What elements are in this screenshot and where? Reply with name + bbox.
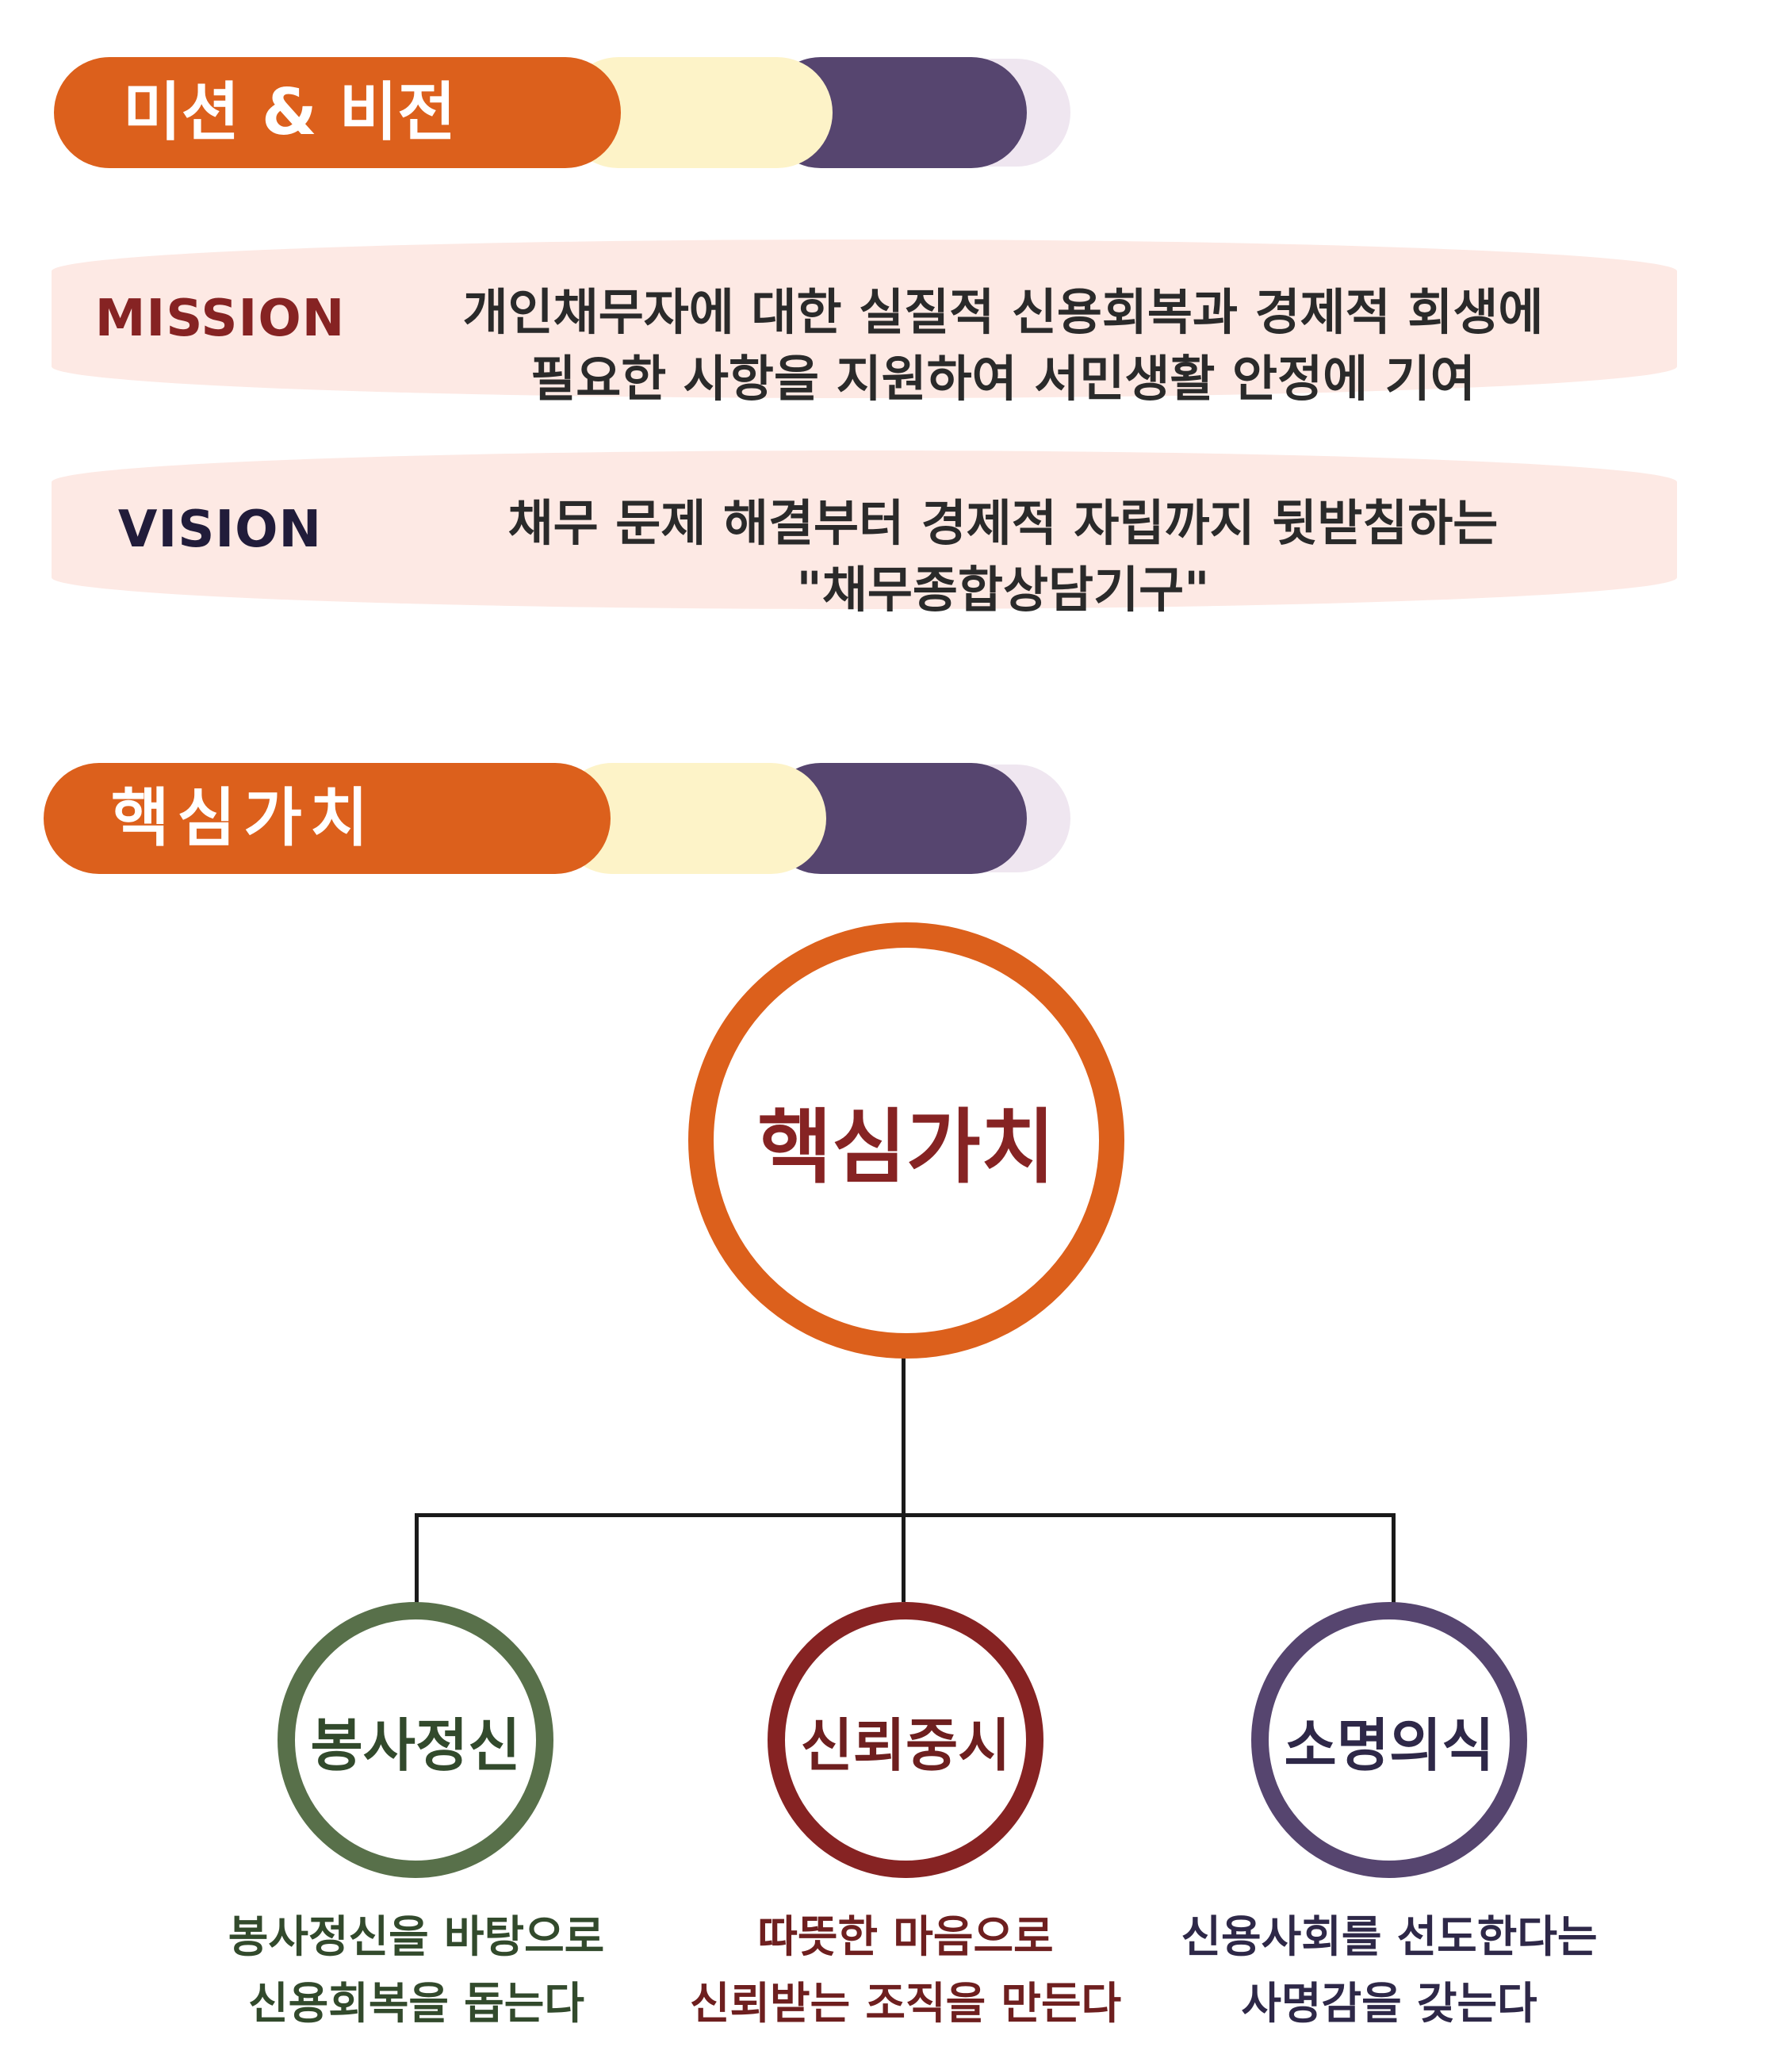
vision-box: VISION 채무 문제 해결부터 경제적 자립까지 뒷받침하는 "채무종합상담…	[52, 450, 1677, 619]
connector-vertical-main	[902, 1348, 906, 1602]
vision-text-line-1: 채무 문제 해결부터 경제적 자립까지 뒷받침하는	[507, 494, 1499, 552]
value-desc-trust-line-1: 따뜻한 마음으로	[757, 1911, 1054, 1962]
mission-box: MISSION 개인채무자에 대한 실질적 신용회복과 경제적 회생에 필요한 …	[52, 240, 1677, 408]
value-desc-mission-line-1: 신용사회를 선도한다는	[1181, 1911, 1598, 1962]
banner-pill-orange	[44, 763, 611, 874]
value-desc-trust: 따뜻한 마음으로 신뢰받는 조직을 만든다	[668, 1903, 1143, 2037]
core-value-center-circle: 핵심가치	[688, 922, 1124, 1359]
vision-label: VISION	[117, 500, 323, 559]
value-desc-mission: 신용사회를 선도한다는 사명감을 갖는다	[1151, 1903, 1627, 2037]
value-circle-service: 봉사정신	[278, 1602, 553, 1878]
core-values-title: 핵심가치	[111, 781, 377, 855]
value-title-mission: 소명의식	[1284, 1711, 1495, 1779]
banner-pill-orange	[54, 57, 621, 168]
value-desc-service-line-2: 신용회복을 돕는다	[248, 1978, 584, 2029]
vision-text-line-2: "채무종합상담기구"	[796, 561, 1210, 619]
core-value-center-label: 핵심가치	[757, 1100, 1055, 1195]
core-values-banner: 핵심가치	[0, 763, 1078, 874]
mission-text-line-1: 개인채무자에 대한 실질적 신용회복과 경제적 회생에	[462, 283, 1544, 341]
mission-text-line-2: 필요한 사항을 지원하여 서민생활 안정에 기여	[530, 350, 1476, 408]
value-desc-mission-line-2: 사명감을 갖는다	[1241, 1978, 1537, 2029]
value-circle-mission: 소명의식	[1251, 1602, 1527, 1878]
value-desc-service: 봉사정신을 바탕으로 신용회복을 돕는다	[178, 1903, 654, 2037]
value-circle-trust: 신뢰중시	[768, 1602, 1043, 1878]
connector-horizontal	[415, 1513, 1396, 1517]
value-title-service: 봉사정신	[310, 1711, 521, 1779]
mission-text: 개인채무자에 대한 실질적 신용회복과 경제적 회생에 필요한 사항을 지원하여…	[448, 279, 1558, 412]
vision-text: 채무 문제 해결부터 경제적 자립까지 뒷받침하는 "채무종합상담기구"	[448, 490, 1558, 623]
mission-label: MISSION	[94, 289, 346, 348]
value-desc-trust-line-2: 신뢰받는 조직을 만든다	[689, 1978, 1122, 2029]
connector-drop-right	[1392, 1513, 1396, 1612]
mission-vision-title: 미션 & 비전	[123, 75, 456, 149]
value-title-trust: 신뢰중시	[800, 1711, 1011, 1779]
mission-vision-banner: 미션 & 비전	[0, 57, 1078, 168]
value-desc-service-line-1: 봉사정신을 바탕으로	[228, 1911, 605, 1962]
connector-drop-left	[415, 1513, 419, 1612]
